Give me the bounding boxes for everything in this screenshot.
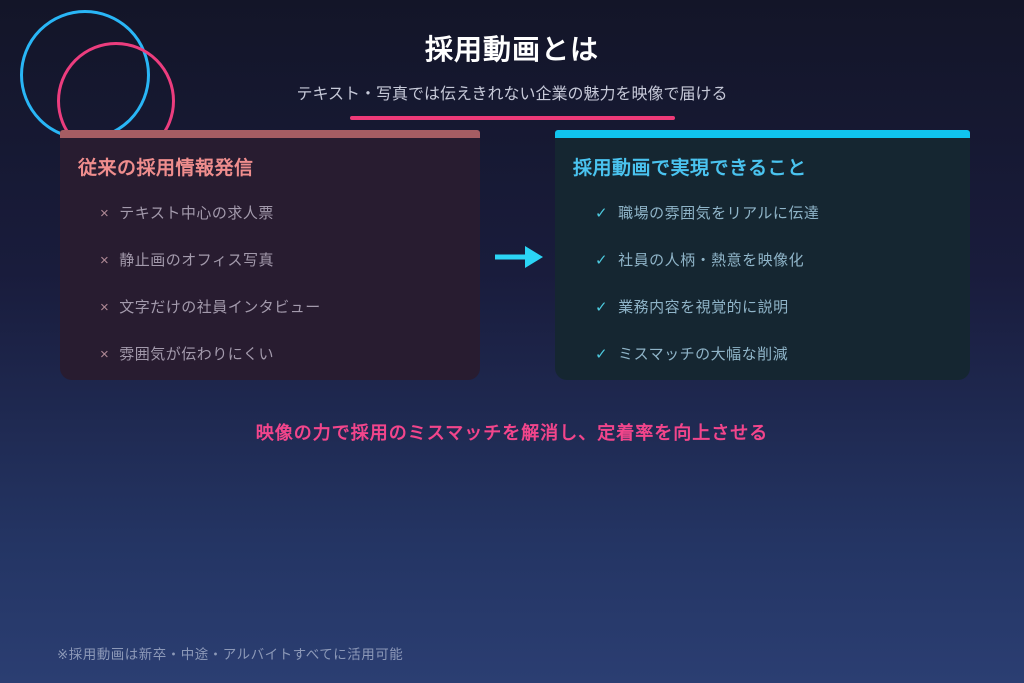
card-body: 従来の採用情報発信 × テキスト中心の求人票 × 静止画のオフィス写真 × 文字だけの… — [60, 138, 480, 364]
card-recruiting-video-benefits: 採用動画で実現できること ✓ 職場の雰囲気をリアルに伝達 ✓ 社員の人柄・熱意を映像… — [555, 130, 970, 380]
list-item-label: 社員の人柄・熱意を映像化 — [618, 252, 805, 269]
list-item-label: 雰囲気が伝わりにくい — [119, 346, 274, 363]
list-item: ✓ 職場の雰囲気をリアルに伝達 — [595, 202, 950, 223]
list-item: × 静止画のオフィス写真 — [100, 249, 460, 270]
list-item: × 文字だけの社員インタビュー — [100, 296, 460, 317]
list-item: × 雰囲気が伝わりにくい — [100, 343, 460, 364]
card-item-list: ✓ 職場の雰囲気をリアルに伝達 ✓ 社員の人柄・熱意を映像化 ✓ 業務内容を視覚的に説… — [573, 202, 950, 364]
cross-icon: × — [100, 299, 110, 316]
check-icon: ✓ — [595, 252, 609, 269]
page-title: 採用動画とは — [424, 34, 599, 65]
list-item-label: 静止画のオフィス写真 — [119, 252, 274, 269]
list-item: ✓ 業務内容を視覚的に説明 — [595, 296, 950, 317]
card-title: 従来の採用情報発信 — [78, 158, 254, 179]
footnote: ※採用動画は新卒・中途・アルバイトすべてに活用可能 — [57, 647, 404, 662]
page-subtitle: テキスト・写真では伝えきれない企業の魅力を映像で届ける — [296, 86, 728, 103]
list-item-label: テキスト中心の求人票 — [119, 205, 274, 222]
list-item-label: 職場の雰囲気をリアルに伝達 — [618, 205, 820, 222]
cross-icon: × — [100, 205, 110, 222]
list-item-label: 文字だけの社員インタビュー — [119, 299, 321, 316]
header: 採用動画とは テキスト・写真では伝えきれない企業の魅力を映像で届ける — [0, 28, 1024, 120]
check-icon: ✓ — [595, 299, 609, 316]
list-item: × テキスト中心の求人票 — [100, 202, 460, 223]
list-item-label: ミスマッチの大幅な削減 — [618, 346, 789, 363]
card-title: 採用動画で実現できること — [573, 158, 807, 179]
cross-icon: × — [100, 252, 110, 269]
list-item-label: 業務内容を視覚的に説明 — [618, 299, 789, 316]
cross-icon: × — [100, 346, 110, 363]
card-body: 採用動画で実現できること ✓ 職場の雰囲気をリアルに伝達 ✓ 社員の人柄・熱意を映像… — [555, 138, 970, 364]
title-underline — [349, 116, 675, 120]
key-message: 映像の力で採用のミスマッチを解消し、定着率を向上させる — [255, 423, 769, 443]
flow-arrow-icon — [494, 244, 544, 275]
list-item: ✓ 社員の人柄・熱意を映像化 — [595, 249, 950, 270]
card-top-bar — [555, 130, 970, 138]
list-item: ✓ ミスマッチの大幅な削減 — [595, 343, 950, 364]
check-icon: ✓ — [595, 205, 609, 222]
card-top-bar — [60, 130, 480, 138]
check-icon: ✓ — [595, 346, 609, 363]
card-traditional-recruiting: 従来の採用情報発信 × テキスト中心の求人票 × 静止画のオフィス写真 × 文字だけの… — [60, 130, 480, 380]
card-item-list: × テキスト中心の求人票 × 静止画のオフィス写真 × 文字だけの社員インタビュー ×… — [78, 202, 460, 364]
